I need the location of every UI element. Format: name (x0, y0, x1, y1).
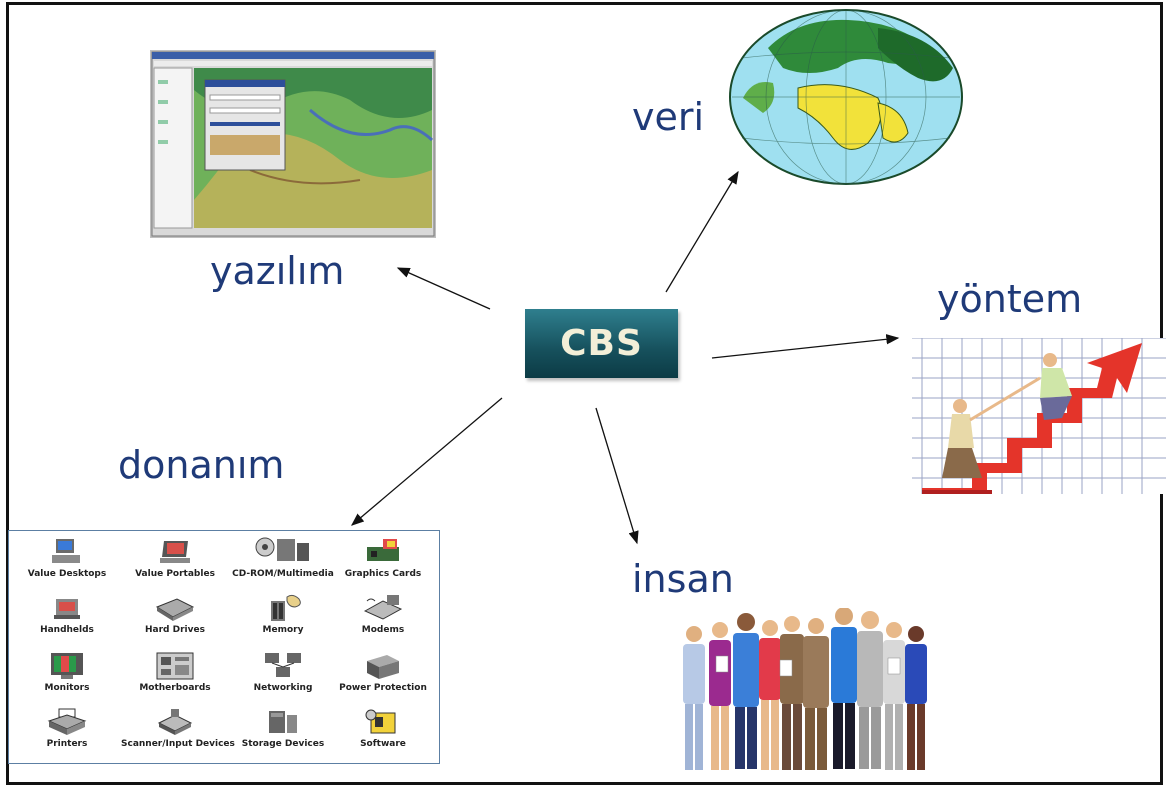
label-yazilim: yazılım (210, 249, 345, 293)
hardware-item-handhelds: Handhelds (13, 595, 121, 635)
modem-icon (363, 595, 403, 620)
hardware-item-cdrom: CD-ROM/Multimedia (229, 533, 337, 579)
scanner-icon (157, 709, 193, 735)
hardware-item-memory: Memory (229, 593, 337, 635)
hardware-item-storage: Storage Devices (229, 707, 337, 749)
hardware-panel: Value Desktops Value Portables CD-ROM/Mu… (8, 530, 440, 764)
power-protection-icon (367, 655, 399, 679)
hardware-item-networking: Networking (229, 651, 337, 693)
label-veri: veri (632, 95, 705, 139)
arrow-to-yontem (711, 334, 900, 359)
hardware-item-scanner: Scanner/Input Devices (121, 707, 235, 749)
hardware-item-graphics-cards: Graphics Cards (329, 537, 437, 579)
hardware-item-value-desktops: Value Desktops (13, 537, 121, 579)
software-icon (365, 709, 396, 734)
hardware-item-motherboards: Motherboards (121, 651, 229, 693)
hardware-item-printers: Printers (13, 707, 121, 749)
memory-icon (271, 594, 301, 621)
hardware-item-power-protection: Power Protection (329, 651, 437, 693)
arrow-to-veri (665, 170, 739, 293)
hard-drive-icon (155, 598, 195, 621)
cbs-center-box: CBS (525, 309, 678, 378)
yontem-picture (912, 338, 1166, 494)
gis-software-picture (150, 50, 436, 238)
graphics-card-icon (367, 539, 399, 561)
label-donanim: donanım (118, 443, 285, 487)
laptop-icon (160, 541, 190, 563)
hardware-item-modems: Modems (329, 593, 437, 635)
handheld-icon (54, 599, 80, 619)
printer-icon (47, 708, 87, 735)
hardware-item-hard-drives: Hard Drives (121, 595, 229, 635)
storage-icon (269, 711, 297, 733)
motherboard-icon (156, 652, 194, 680)
globe-picture (729, 9, 963, 185)
cdrom-icon (255, 537, 309, 561)
label-yontem: yöntem (937, 277, 1083, 321)
arrow-to-donanim (351, 397, 503, 526)
arrow-to-insan (595, 407, 639, 545)
label-insan: insan (632, 557, 734, 601)
hardware-item-software: Software (329, 707, 437, 749)
hardware-item-monitors: Monitors (13, 651, 121, 693)
desktop-icon (52, 539, 80, 563)
monitor-icon (51, 653, 83, 679)
hardware-item-value-portables: Value Portables (121, 537, 229, 579)
cbs-center-label: CBS (560, 323, 643, 364)
arrow-to-yazilim (396, 267, 491, 310)
people-picture (683, 608, 927, 770)
networking-icon (265, 653, 301, 677)
